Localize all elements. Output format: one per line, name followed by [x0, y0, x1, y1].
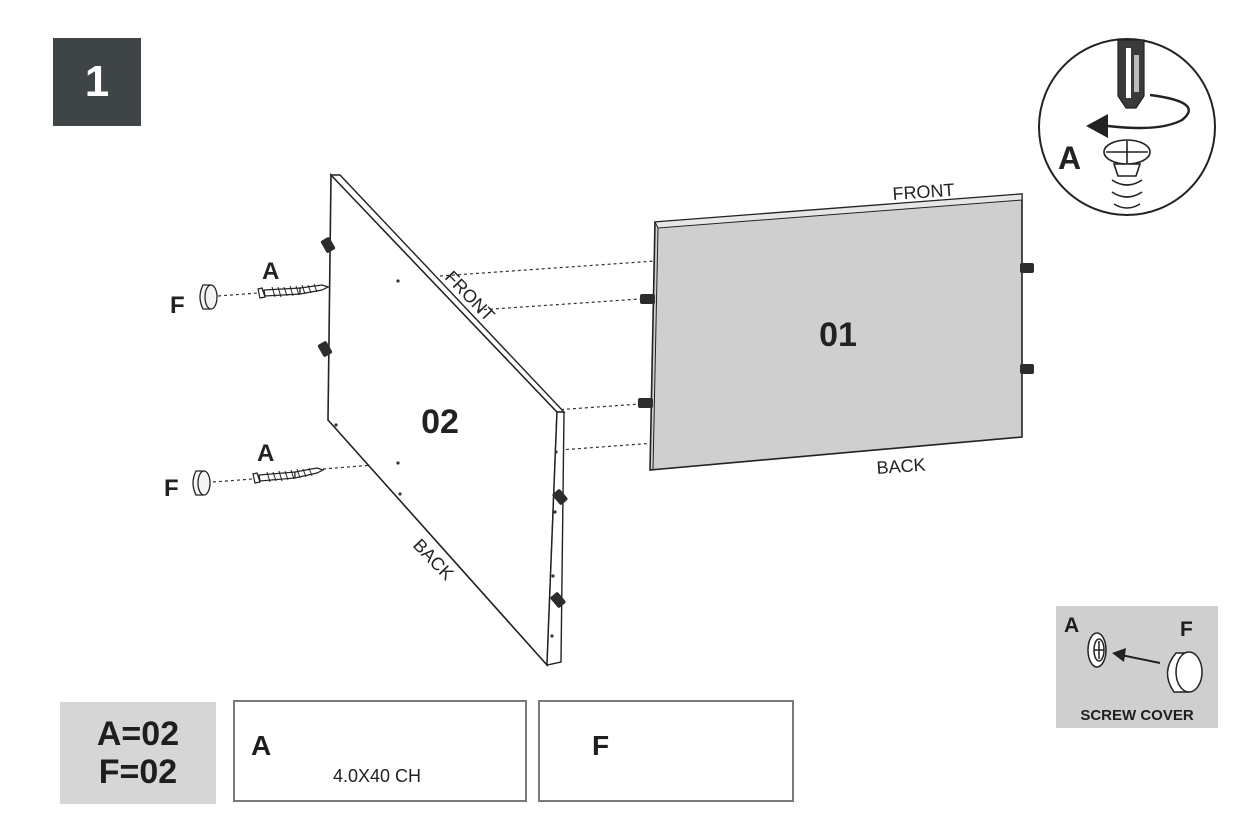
screwdriver-inset-part-letter: A [1058, 140, 1081, 176]
screw-a-bottom [252, 467, 325, 484]
insert-arrow-icon [1112, 648, 1161, 664]
screw-cover-inset: A F SCREW COVER [1056, 606, 1218, 728]
part-a-letter: A [251, 730, 272, 761]
screw-cover-inset-drawing [1087, 632, 1203, 693]
step-number: 1 [84, 57, 110, 106]
screw-head-small-icon [1087, 632, 1107, 668]
screw-a-bottom-callout: A [257, 440, 274, 467]
screw-a-top-callout: A [262, 258, 279, 285]
cover-cap-small-icon [1166, 651, 1203, 693]
main-panel-front-edge-label: FRONT [892, 180, 955, 204]
quantity-line-a: A=02 [96, 715, 180, 753]
part-a-spec: 4.0X40 CH [333, 766, 422, 786]
screw-cover-f-top [199, 284, 218, 310]
part-a-box: A 4.0X40 CH [233, 700, 527, 802]
step-number-badge: 1 [53, 38, 141, 126]
part-f-letter: F [592, 730, 610, 761]
cover-f-top-callout: F [170, 292, 185, 319]
screw-cover-inset-letter-a: A [1064, 614, 1080, 637]
screw-head-icon [1103, 139, 1151, 209]
cover-f-bottom-callout: F [164, 475, 179, 502]
rotation-arrow-icon [1107, 93, 1190, 130]
screw-cover-inset-title: SCREW COVER [1080, 707, 1194, 724]
screw-cover-f-bottom [192, 470, 211, 496]
dowel-group-02 [317, 237, 568, 608]
screwdriver-icon [1117, 39, 1145, 109]
side-panel-02 [317, 173, 568, 668]
main-panel-label: 01 [819, 316, 857, 354]
side-panel-label: 02 [421, 403, 459, 441]
dowel-group-01 [638, 263, 1034, 408]
screwdriver-inset: A [1038, 38, 1216, 216]
screw-cover-inset-letter-f: F [1180, 618, 1193, 641]
main-panel-back-edge-label: BACK [876, 455, 926, 478]
hardware-quantity-box: A=02 F=02 [60, 702, 216, 804]
main-panel-01 [638, 193, 1034, 471]
quantity-line-f: F=02 [98, 753, 178, 791]
part-f-box: F [538, 700, 794, 802]
screw-a-top [257, 283, 330, 299]
